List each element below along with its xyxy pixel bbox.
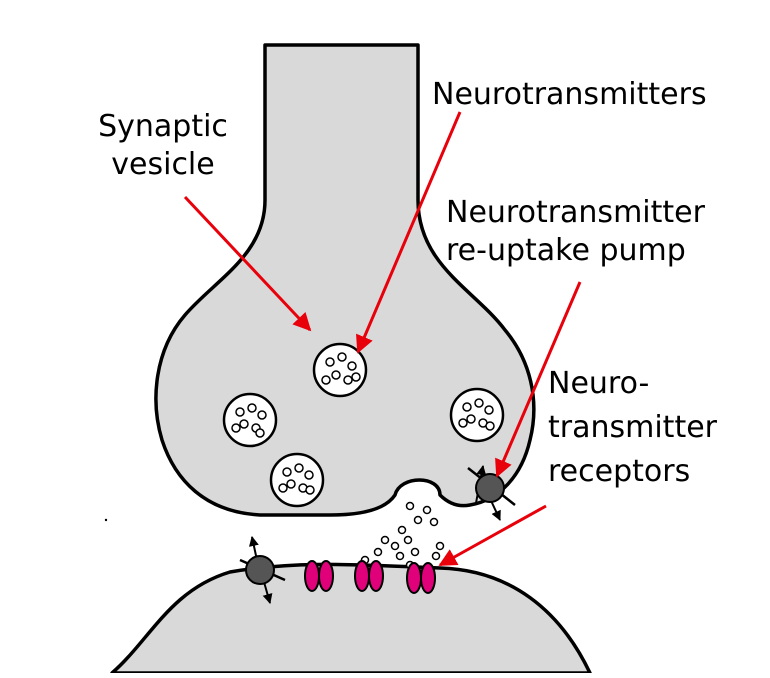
label-line: re-uptake pump xyxy=(446,232,705,270)
arrow-receptors xyxy=(440,506,546,565)
label-line: Synaptic xyxy=(78,108,248,146)
postsynaptic-membrane xyxy=(112,564,590,673)
label-line: vesicle xyxy=(78,146,248,184)
label-neurotransmitters: Neurotransmitters xyxy=(432,76,707,114)
label-line: receptors xyxy=(548,450,717,494)
label-reuptake-pump: Neurotransmitter re-uptake pump xyxy=(446,194,705,270)
label-receptors: Neuro- transmitter receptors xyxy=(548,362,717,494)
label-line: Neuro- xyxy=(548,362,717,406)
released-neurotransmitters xyxy=(362,503,444,569)
label-line: transmitter xyxy=(548,406,717,450)
vesicle xyxy=(224,394,276,446)
stray-dot xyxy=(105,519,107,521)
vesicle xyxy=(451,389,503,441)
vesicle xyxy=(271,454,323,506)
label-line: Neurotransmitter xyxy=(446,194,705,232)
label-synaptic-vesicle: Synaptic vesicle xyxy=(78,108,248,184)
label-line: Neurotransmitters xyxy=(432,76,707,114)
